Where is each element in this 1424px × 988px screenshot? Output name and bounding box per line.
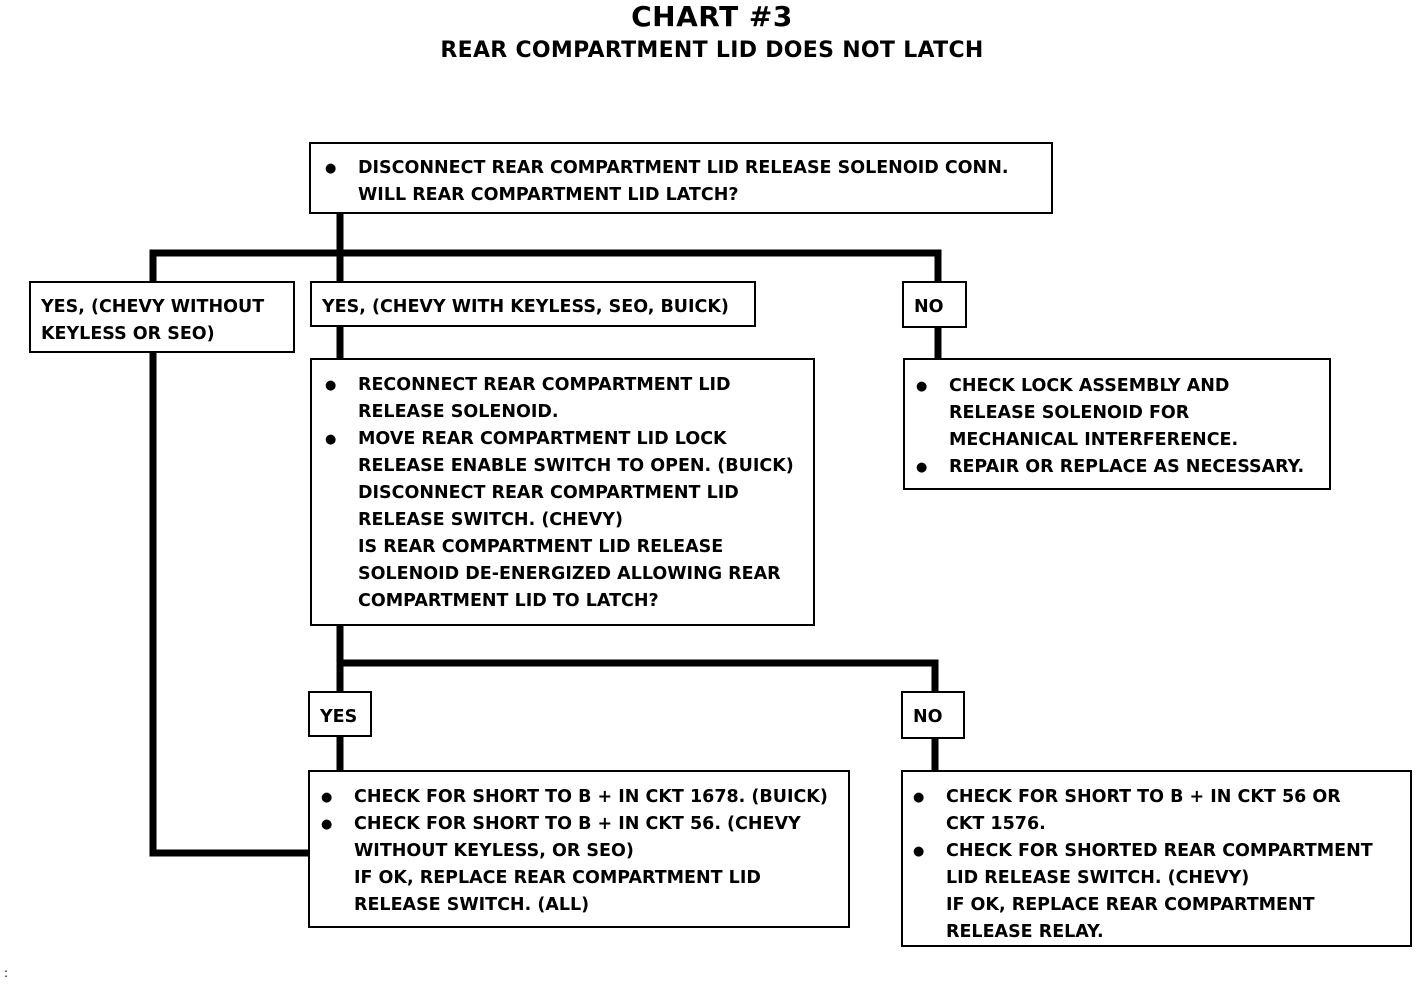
item-line: CHECK FOR SHORT TO B + IN CKT 1678. (BUI… [354,787,828,807]
item-line: CHECK LOCK ASSEMBLY AND [949,376,1230,396]
cont-line: IS REAR COMPARTMENT LID RELEASE [358,537,724,557]
cont-line: RELEASE RELAY. [946,922,1104,942]
cont-line: RELEASE SWITCH. (CHEVY) [358,510,623,530]
item-line: WITHOUT KEYLESS, OR SEO) [354,841,634,861]
label-yes-2: YES [308,691,372,737]
no-result2-box: CHECK FOR SHORT TO B + IN CKT 56 OR CKT … [901,770,1412,947]
step2-item-1: RECONNECT REAR COMPARTMENT LID RELEASE S… [315,372,805,426]
cont-line: DISCONNECT REAR COMPARTMENT LID [358,483,739,503]
item-line: MOVE REAR COMPARTMENT LID LOCK [358,429,727,449]
label-line: YES, (CHEVY WITH KEYLESS, SEO, BUICK) [322,297,729,317]
cont-line: IF OK, REPLACE REAR COMPARTMENT LID [354,868,761,888]
step2-box: RECONNECT REAR COMPARTMENT LID RELEASE S… [310,358,815,626]
yes-result-continuation: IF OK, REPLACE REAR COMPARTMENT LID RELE… [311,865,842,919]
label-no-1: NO [902,281,967,328]
no-result1-item-1: CHECK LOCK ASSEMBLY AND RELEASE SOLENOID… [906,373,1321,454]
item-line: RELEASE SOLENOID FOR [949,403,1190,423]
footer-mark: : [4,966,9,980]
yes-result-item-2: CHECK FOR SHORT TO B + IN CKT 56. (CHEVY… [311,811,842,865]
step2-item-2: MOVE REAR COMPARTMENT LID LOCK RELEASE E… [315,426,805,480]
label-line: KEYLESS OR SEO) [41,324,215,344]
item-line: REPAIR OR REPLACE AS NECESSARY. [949,457,1305,477]
no-result2-item-1: CHECK FOR SHORT TO B + IN CKT 56 OR CKT … [903,784,1406,838]
no-result1-item-2: REPAIR OR REPLACE AS NECESSARY. [906,454,1321,481]
item-line: CKT 1576. [946,814,1046,834]
item-line: RELEASE ENABLE SWITCH TO OPEN. (BUICK) [358,456,794,476]
label-yes-with-keyless: YES, (CHEVY WITH KEYLESS, SEO, BUICK) [310,281,756,327]
cont-line: COMPARTMENT LID TO LATCH? [358,591,659,611]
step1-item: DISCONNECT REAR COMPARTMENT LID RELEASE … [315,155,1043,182]
cont-line: SOLENOID DE-ENERGIZED ALLOWING REAR [358,564,781,584]
label-line: YES, (CHEVY WITHOUT [41,297,265,317]
step1-question: WILL REAR COMPARTMENT LID LATCH? [358,185,739,205]
label-line: NO [914,297,944,317]
item-line: CHECK FOR SHORT TO B + IN CKT 56 OR [946,787,1341,807]
label-line: NO [913,707,943,727]
item-line: CHECK FOR SHORTED REAR COMPARTMENT [946,841,1373,861]
item-line: RECONNECT REAR COMPARTMENT LID [358,375,731,395]
yes-result-item-1: CHECK FOR SHORT TO B + IN CKT 1678. (BUI… [311,784,842,811]
cont-line: RELEASE SWITCH. (ALL) [354,895,590,915]
item-line: LID RELEASE SWITCH. (CHEVY) [946,868,1250,888]
chart-title: CHART #3 [631,0,793,33]
no-result1-box: CHECK LOCK ASSEMBLY AND RELEASE SOLENOID… [903,358,1331,490]
yes-result-box: CHECK FOR SHORT TO B + IN CKT 1678. (BUI… [308,770,850,928]
cont-line: IF OK, REPLACE REAR COMPARTMENT [946,895,1315,915]
label-line: YES [320,707,358,727]
label-yes-without-keyless: YES, (CHEVY WITHOUT KEYLESS OR SEO) [29,281,295,353]
step2-continuation: DISCONNECT REAR COMPARTMENT LID RELEASE … [315,480,805,615]
item-line: MECHANICAL INTERFERENCE. [949,430,1239,450]
step1-box: DISCONNECT REAR COMPARTMENT LID RELEASE … [309,142,1053,214]
chart-subtitle: REAR COMPARTMENT LID DOES NOT LATCH [440,38,984,63]
no-result2-item-2: CHECK FOR SHORTED REAR COMPARTMENT LID R… [903,838,1406,892]
no-result2-continuation: IF OK, REPLACE REAR COMPARTMENT RELEASE … [903,892,1406,946]
item-line: CHECK FOR SHORT TO B + IN CKT 56. (CHEVY [354,814,801,834]
connector-left-long [149,348,314,857]
label-no-2: NO [901,691,965,739]
item-line: RELEASE SOLENOID. [358,402,559,422]
